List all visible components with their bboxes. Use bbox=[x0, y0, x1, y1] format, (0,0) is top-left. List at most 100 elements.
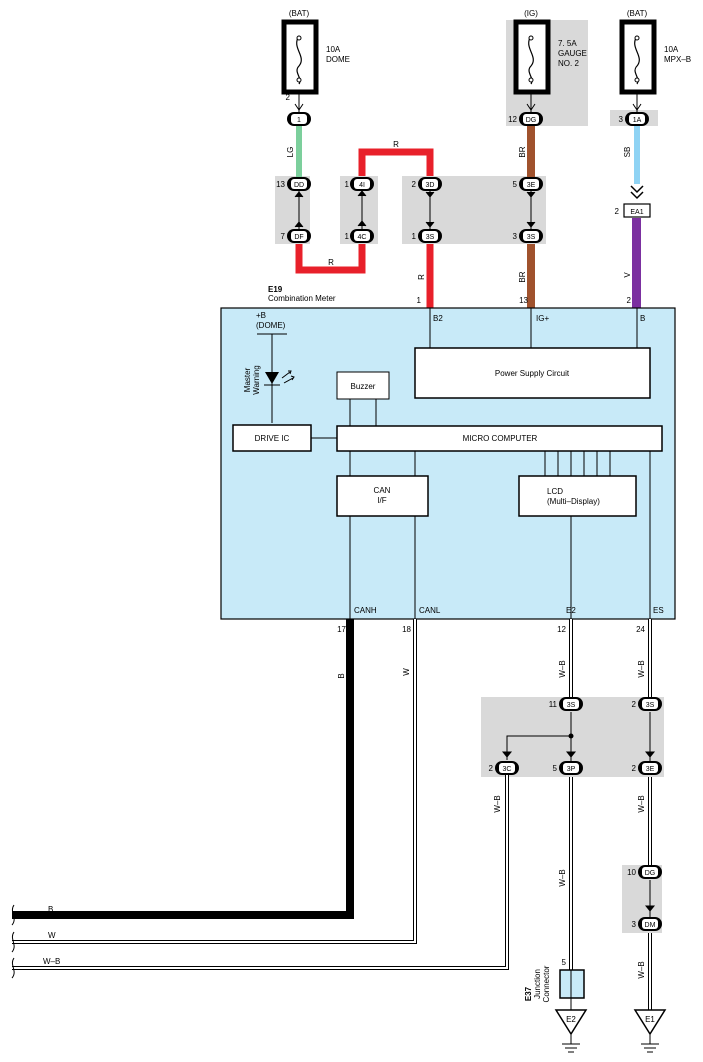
svg-text:3E: 3E bbox=[527, 182, 536, 189]
wire-red-loop bbox=[295, 148, 434, 308]
ground-e2-icon: E2 bbox=[554, 1009, 588, 1053]
wire-label: W–B bbox=[558, 869, 567, 886]
svg-text:DRIVE IC: DRIVE IC bbox=[255, 434, 290, 443]
ground-e1-icon: E1 bbox=[633, 1009, 667, 1053]
svg-text:I/F: I/F bbox=[377, 496, 386, 505]
svg-text:3S: 3S bbox=[426, 234, 435, 241]
svg-text:LCD: LCD bbox=[547, 487, 563, 496]
pin-number: 1 bbox=[417, 296, 422, 305]
wire-br-2 bbox=[527, 244, 535, 308]
terminal-e2: E2 bbox=[566, 606, 576, 615]
svg-text:Buzzer: Buzzer bbox=[351, 382, 376, 391]
junction-name-2: Connector bbox=[542, 965, 551, 1002]
connector-3e-a: 3E bbox=[519, 177, 543, 191]
fuse-source-label: (IG) bbox=[524, 9, 538, 18]
connector-3p: 3P bbox=[559, 761, 583, 775]
wire-label: BR bbox=[518, 271, 527, 282]
svg-text:3P: 3P bbox=[567, 766, 576, 773]
warning-label-2: Warning bbox=[252, 365, 261, 395]
svg-text:1: 1 bbox=[297, 117, 301, 124]
wire-label: B bbox=[337, 673, 346, 678]
junction-code: E37 bbox=[524, 986, 533, 1001]
drive-ic-block bbox=[232, 424, 312, 452]
pin-number: 5 bbox=[513, 180, 518, 189]
svg-text:3C: 3C bbox=[503, 766, 512, 773]
svg-text:3S: 3S bbox=[527, 234, 536, 241]
svg-text:DD: DD bbox=[294, 182, 304, 189]
junction-name-1: Junction bbox=[533, 969, 542, 999]
pin-number: 10 bbox=[627, 868, 636, 877]
terminal-canl: CANL bbox=[419, 606, 441, 615]
power-supply-block bbox=[414, 347, 651, 399]
connector-3s-right: 3S bbox=[638, 697, 662, 711]
meter-code: E19 bbox=[268, 285, 283, 294]
connector-dd: DD bbox=[287, 177, 311, 191]
connector-3d: 3D bbox=[418, 177, 442, 191]
connector-dg-bottom: DG bbox=[638, 865, 662, 879]
buzzer-block bbox=[336, 371, 390, 400]
svg-text:E1: E1 bbox=[645, 1015, 655, 1024]
wire-label: W–B bbox=[43, 957, 60, 966]
svg-text:(Multi–Display): (Multi–Display) bbox=[547, 497, 600, 506]
wire-w-can-low bbox=[12, 619, 417, 944]
connector-1a: 1A bbox=[625, 112, 649, 126]
pin-number: 13 bbox=[519, 296, 528, 305]
fuse-source-label: (BAT) bbox=[627, 9, 648, 18]
svg-text:DM: DM bbox=[645, 922, 656, 929]
pin-number: 1 bbox=[345, 232, 350, 241]
svg-text:DG: DG bbox=[526, 117, 537, 124]
pin-number: 1 bbox=[345, 180, 350, 189]
wire-lg bbox=[296, 126, 302, 178]
connector-3s-b: 3S bbox=[519, 229, 543, 243]
pin-number: 24 bbox=[636, 625, 645, 634]
pin-number: 2 bbox=[286, 93, 291, 102]
wire-label: W–B bbox=[637, 961, 646, 978]
wire-label: R bbox=[393, 140, 399, 149]
junction-connector-e37: 5 E37 Junction Connector bbox=[524, 958, 585, 1010]
svg-text:3S: 3S bbox=[646, 702, 655, 709]
fuse-mpx-b: (BAT) 10A MPX–B bbox=[619, 9, 691, 95]
dome-label: +B bbox=[256, 311, 266, 320]
micro-computer-block bbox=[336, 425, 663, 452]
fuse-dome: (BAT) 10A DOME bbox=[281, 9, 350, 95]
can-if-block bbox=[336, 475, 429, 517]
svg-text:1A: 1A bbox=[633, 117, 642, 124]
wire-wb-left bbox=[12, 768, 509, 970]
wire-label: LG bbox=[286, 147, 295, 158]
pin-number: 2 bbox=[412, 180, 417, 189]
wire-label: V bbox=[623, 272, 632, 278]
wire-label: W bbox=[48, 931, 56, 940]
pin-number: 5 bbox=[553, 764, 558, 773]
master-warning-led-icon bbox=[265, 372, 279, 384]
svg-text:MICRO COMPUTER: MICRO COMPUTER bbox=[463, 434, 538, 443]
svg-text:DG: DG bbox=[645, 870, 656, 877]
pin-number: 17 bbox=[337, 625, 346, 634]
warning-label-1: Master bbox=[243, 367, 252, 392]
connector-dm: DM bbox=[638, 917, 662, 931]
terminal-ig: IG+ bbox=[536, 314, 549, 323]
fuse-name-2: NO. 2 bbox=[558, 59, 579, 68]
wire-label: R bbox=[417, 274, 426, 280]
wire-label: R bbox=[328, 258, 334, 267]
wire-label: BR bbox=[518, 146, 527, 157]
pin-number: 2 bbox=[615, 207, 620, 216]
svg-text:DF: DF bbox=[294, 234, 303, 241]
wire-v bbox=[632, 218, 641, 308]
terminal-canh: CANH bbox=[354, 606, 377, 615]
fuse-amp: 10A bbox=[326, 45, 341, 54]
svg-text:3D: 3D bbox=[426, 182, 435, 189]
connector-3e-b: 3E bbox=[638, 761, 662, 775]
fuse-amp: 7. 5A bbox=[558, 39, 577, 48]
svg-text:CAN: CAN bbox=[374, 486, 391, 495]
pin-number: 7 bbox=[281, 232, 286, 241]
dome-sub: (DOME) bbox=[256, 321, 286, 330]
pin-number: 3 bbox=[619, 115, 624, 124]
pin-number: 11 bbox=[549, 700, 558, 709]
terminal-es: ES bbox=[653, 606, 664, 615]
terminal-b: B bbox=[640, 314, 645, 323]
svg-text:EA1: EA1 bbox=[630, 209, 643, 216]
wire-label: B bbox=[48, 905, 53, 914]
pin-number: 2 bbox=[632, 700, 637, 709]
pin-number: 2 bbox=[627, 296, 632, 305]
